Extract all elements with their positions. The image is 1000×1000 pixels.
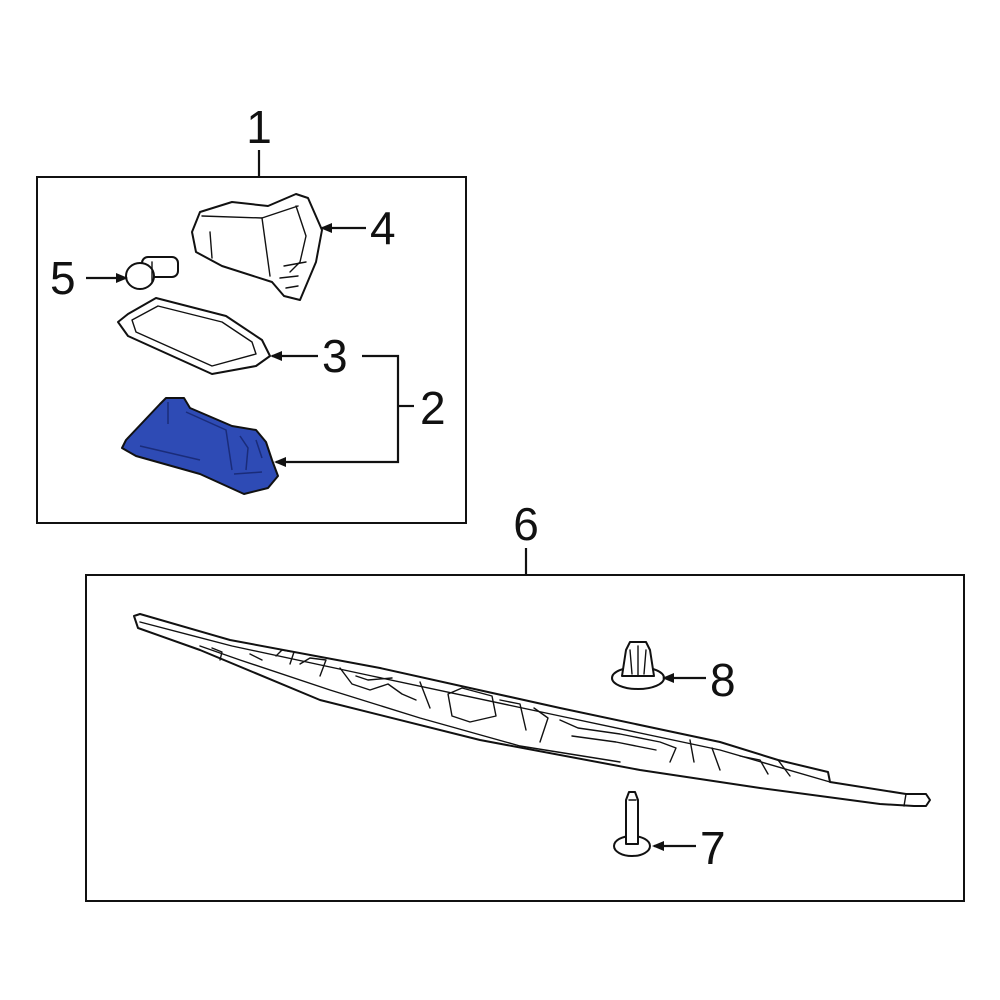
callout-7-label: 7: [700, 822, 726, 874]
lens-part[interactable]: [117, 297, 271, 375]
callout-3-label: 3: [322, 330, 348, 382]
lamp-assembly-box: [36, 176, 467, 524]
clip-stud-part[interactable]: [613, 791, 651, 857]
garnish-group: 6: [85, 498, 965, 902]
callout-5-label: 5: [50, 252, 76, 304]
lamp-assembly-group: 1 4 5 3: [36, 101, 467, 524]
callout-4-label: 4: [370, 202, 396, 254]
callout-2-label: 2: [420, 382, 446, 434]
lamp-housing-part[interactable]: [191, 193, 323, 301]
garnish-panel-part[interactable]: [133, 613, 931, 807]
lamp-base-part-highlighted[interactable]: [121, 397, 279, 495]
retainer-nut-part[interactable]: [611, 641, 665, 690]
callout-2-bracket-top: [362, 354, 400, 406]
callout-8-label: 8: [710, 654, 736, 706]
callout-1-label: 1: [246, 101, 272, 153]
callout-6-label: 6: [513, 498, 539, 550]
bulb-part[interactable]: [125, 256, 179, 290]
callout-2-bracket-bottom: [274, 406, 400, 467]
